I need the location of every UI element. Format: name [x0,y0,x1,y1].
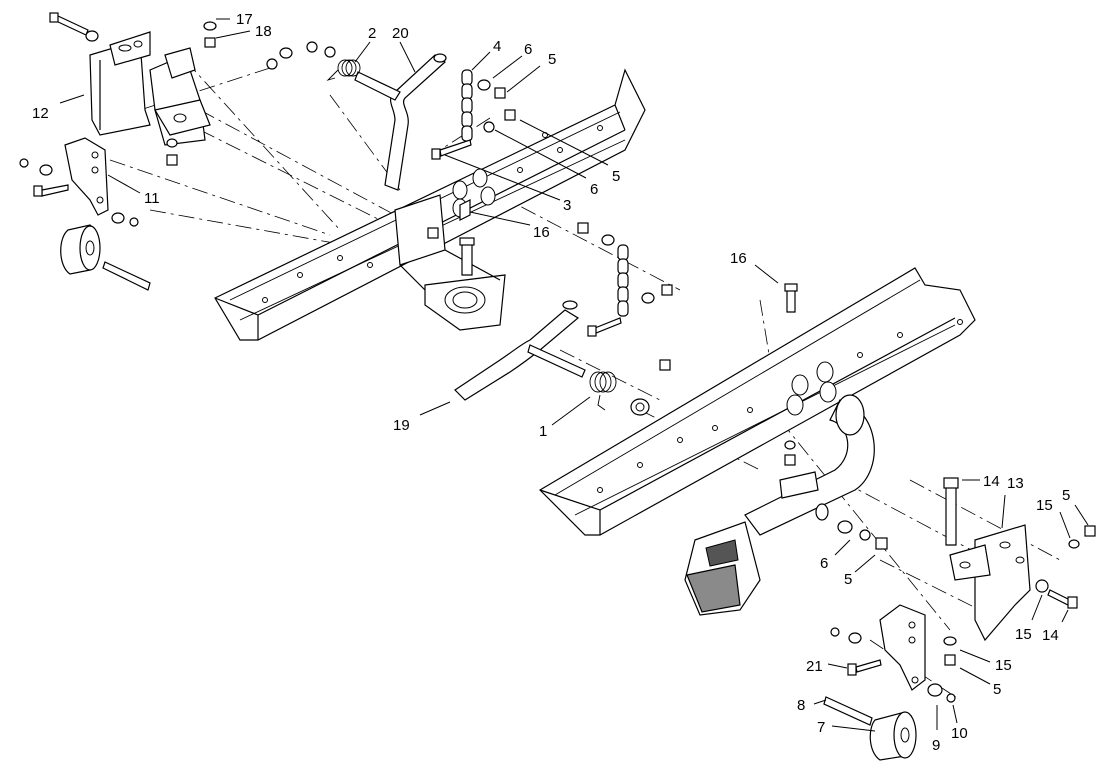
leader-lines [59,18,1089,732]
callout-5: 5 [1062,487,1070,504]
bracket-13 [949,524,1031,642]
callout-8: 8 [797,697,805,714]
bolts [33,12,1078,676]
callout-7: 7 [817,719,825,736]
bent-tube-assembly [684,394,875,616]
callout-10: 10 [951,725,968,742]
callout-labels: 17 18 2 20 4 6 5 12 11 5 6 3 16 16 19 1 … [32,11,1070,754]
bracket-12 [89,31,151,136]
roller-lower [823,696,917,761]
callout-20: 20 [392,25,409,42]
callout-6: 6 [524,41,532,58]
callout-15: 15 [995,657,1012,674]
callout-12: 12 [32,105,49,122]
callout-15: 15 [1036,497,1053,514]
spring-2 [326,59,361,81]
callout-6: 6 [590,181,598,198]
callout-16: 16 [533,224,550,241]
callout-5: 5 [844,571,852,588]
bushing [630,398,650,416]
callout-14: 14 [983,473,1000,490]
callout-1: 1 [539,423,547,440]
callout-11: 11 [144,190,160,207]
spring-1 [589,371,617,411]
callout-19: 19 [393,417,410,434]
callout-3: 3 [563,197,571,214]
upper-frame-rail [214,68,646,341]
shaft-19 [454,300,586,401]
callout-18: 18 [255,23,272,40]
callout-5: 5 [548,51,556,68]
bracket-11 [64,137,109,216]
callout-17: 17 [236,11,253,28]
roller-upper [60,224,151,291]
callout-6: 6 [820,555,828,572]
chain-lower [617,244,629,317]
callout-13: 13 [1007,475,1024,492]
callout-5: 5 [612,168,620,185]
callout-14: 14 [1042,627,1059,644]
rail-holes-lower [597,319,963,493]
callout-9: 9 [932,737,940,754]
lower-frame-rail [539,267,976,536]
nuts-washers [19,21,1096,703]
chain-upper [461,69,473,142]
callout-5: 5 [993,681,1001,698]
shaft-20 [354,53,447,191]
callout-15: 15 [1015,626,1032,643]
callout-16: 16 [730,250,747,267]
bracket-upper-mount [149,47,211,146]
callout-2: 2 [368,25,376,42]
callout-21: 21 [806,658,823,675]
callout-4: 4 [493,38,501,55]
bracket-lower [879,604,926,691]
